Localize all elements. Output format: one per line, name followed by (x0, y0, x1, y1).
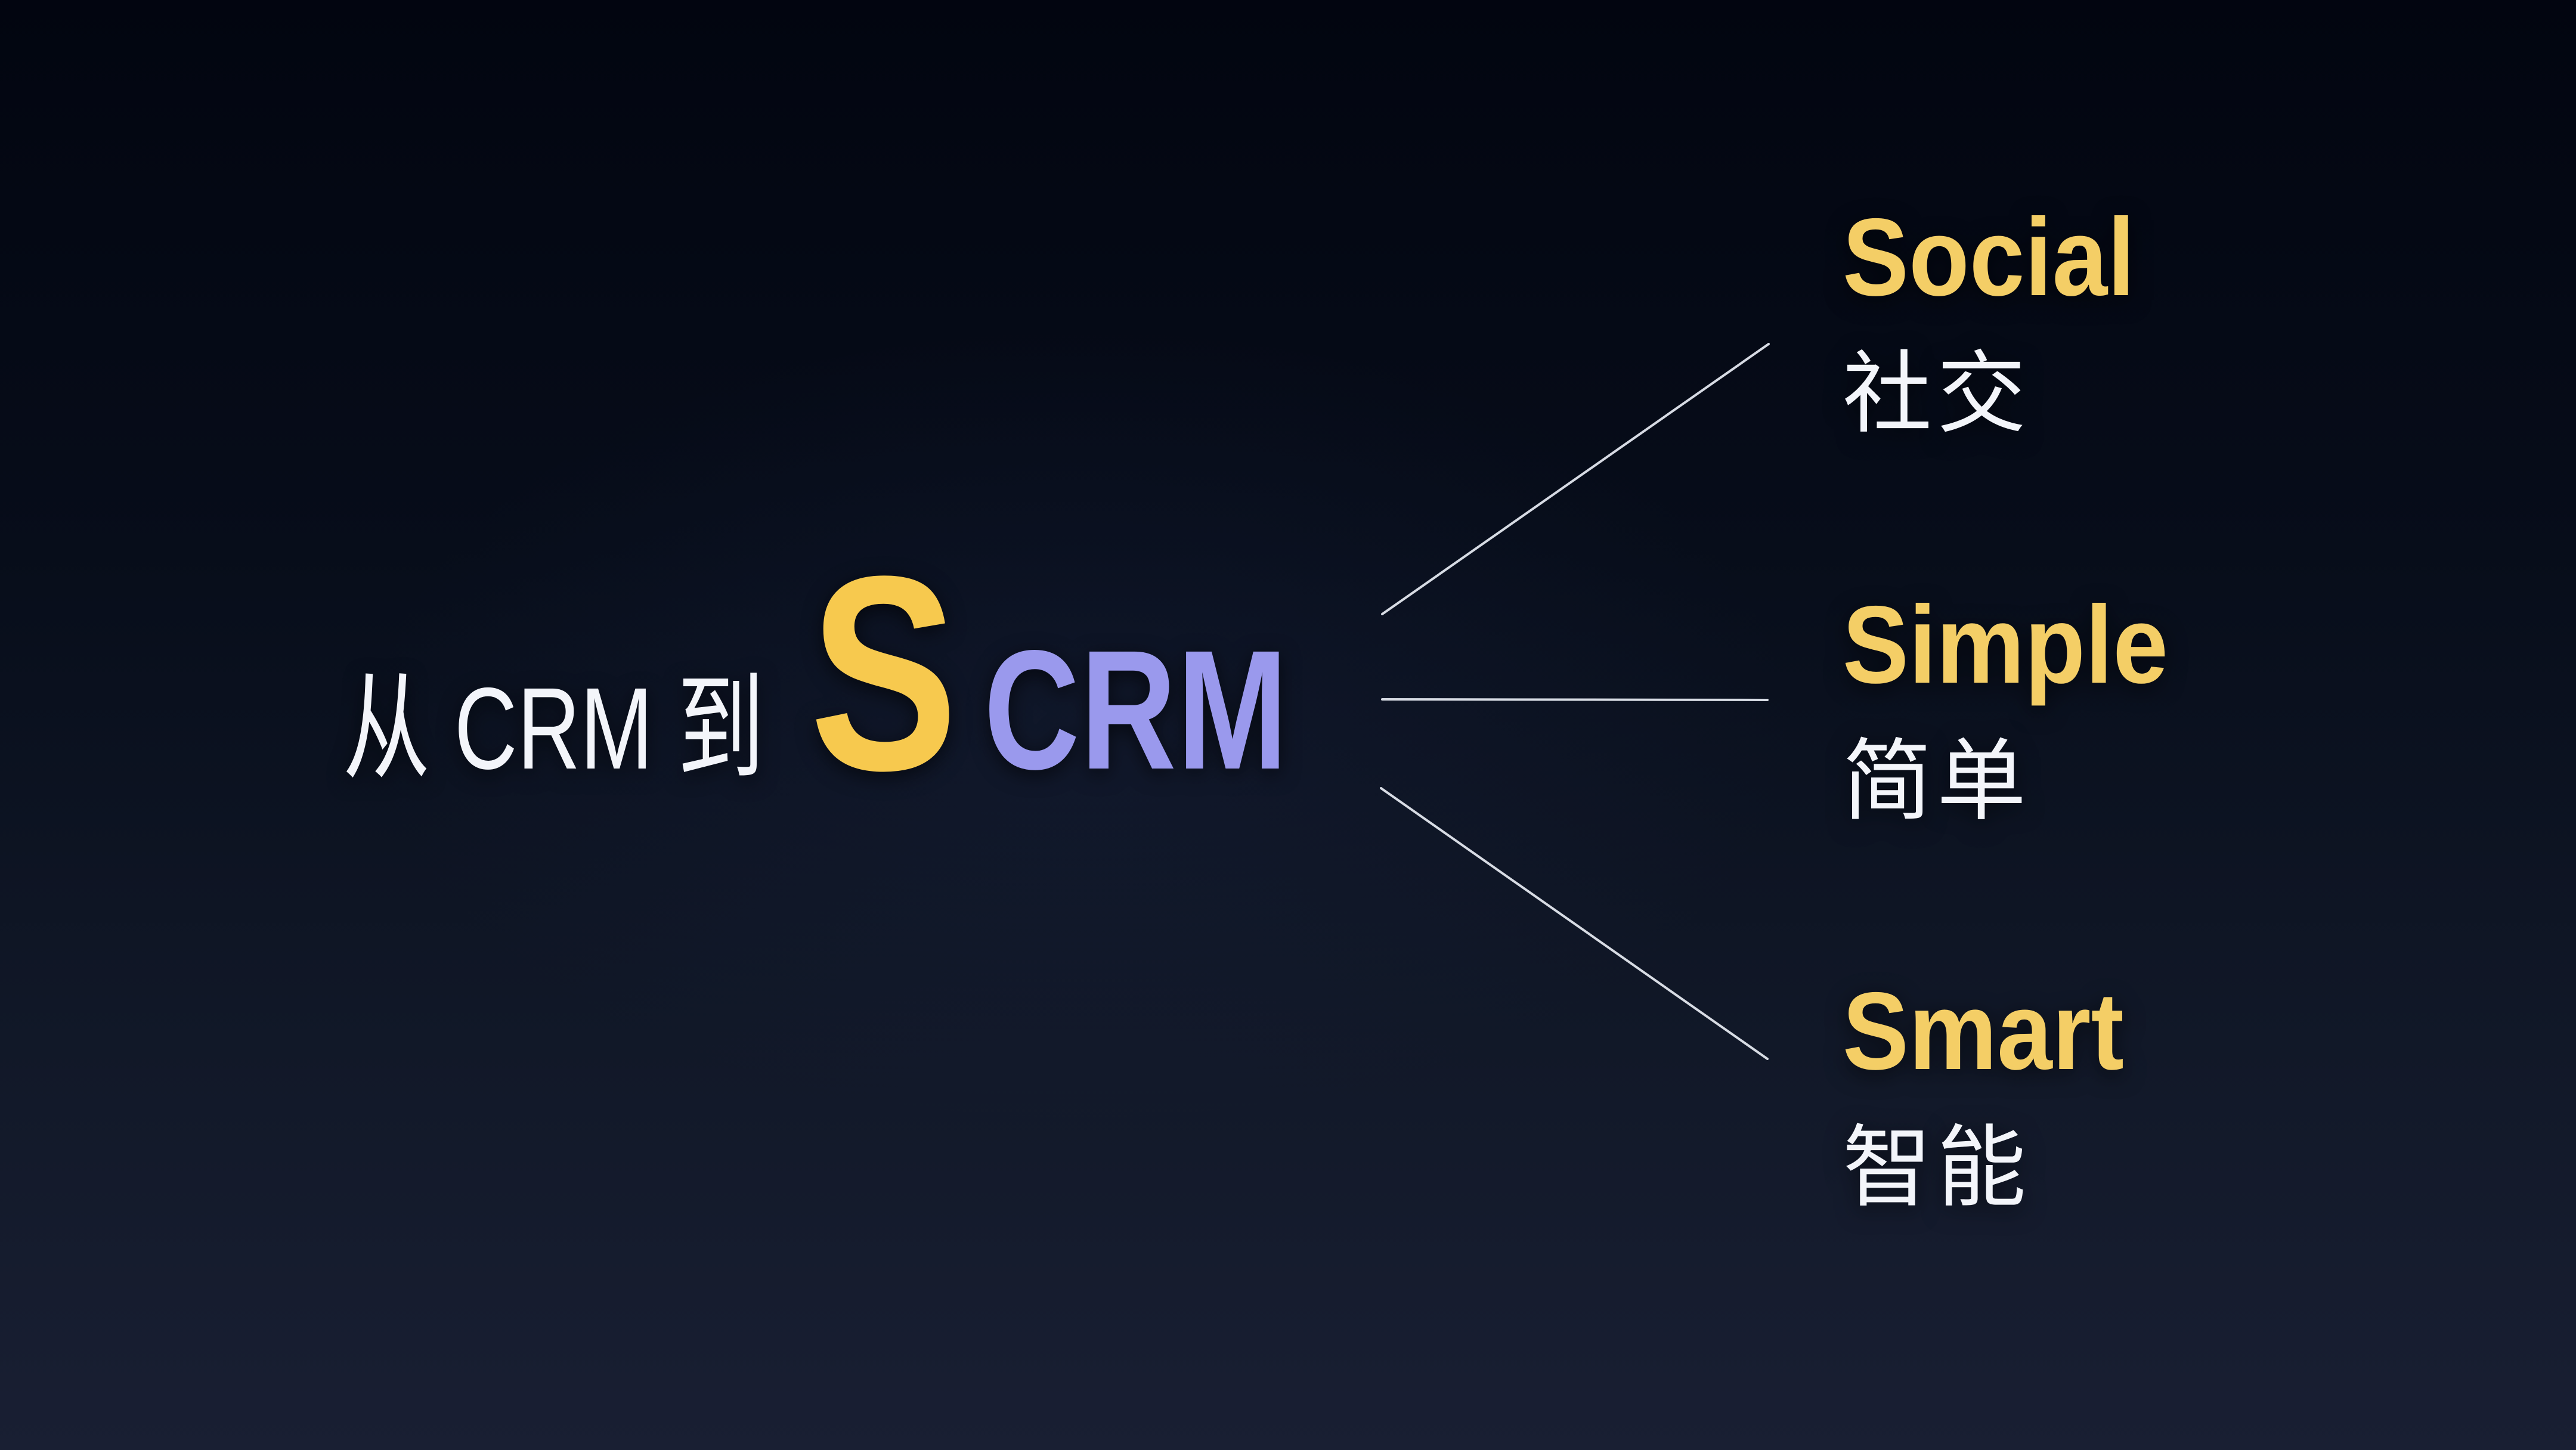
title-highlight-letter: S (810, 518, 958, 828)
connector-line-social (1381, 343, 1770, 615)
title-rest: CRM (984, 615, 1289, 805)
branch-smart-sublabel: 智能 (1843, 1117, 2032, 1217)
branch-smart-label: Smart (1843, 970, 2124, 1093)
branch-simple-sublabel: 简单 (1843, 731, 2032, 831)
branch-simple-label: Simple (1843, 584, 2168, 707)
branch-social: Social 社交 (1843, 196, 2168, 444)
connector-line-smart (1380, 787, 1769, 1060)
branch-social-label: Social (1843, 196, 2135, 319)
branch-social-sublabel: 社交 (1843, 343, 2032, 444)
branch-smart: Smart 智能 (1843, 970, 2155, 1217)
branch-simple: Simple 简单 (1843, 590, 2205, 826)
title-prefix: 从 CRM 到 (343, 664, 764, 794)
connector-line-simple (1381, 698, 1769, 701)
